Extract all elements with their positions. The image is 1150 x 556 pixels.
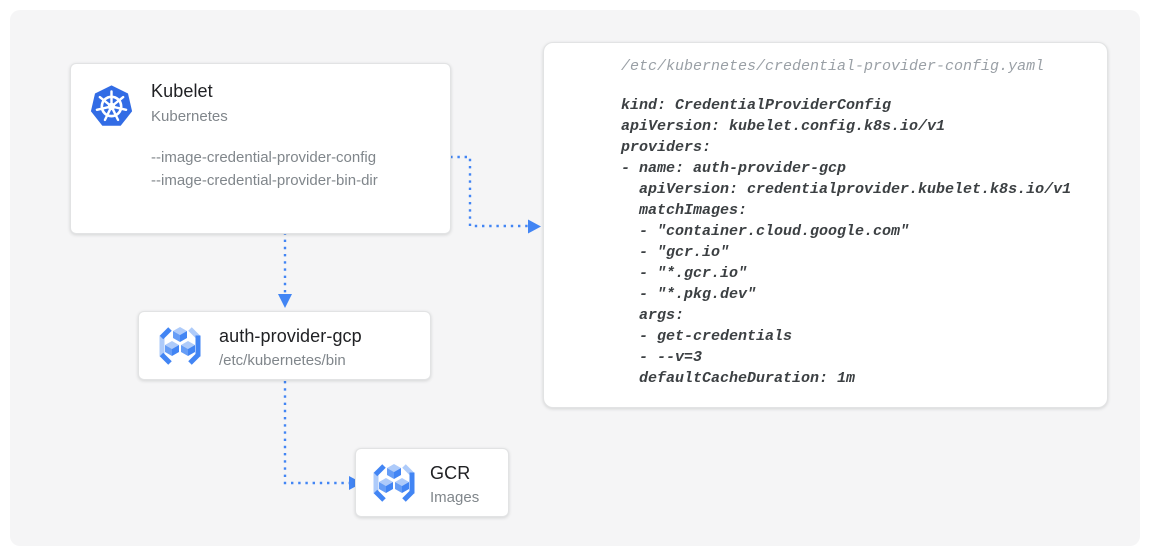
gcr-node: GCR Images [355,448,509,517]
flag-image-credential-provider-bin-dir: --image-credential-provider-bin-dir [151,172,378,189]
flag-image-credential-provider-config: --image-credential-provider-config [151,149,377,166]
auth-provider-gcp-node: auth-provider-gcp /etc/kubernetes/bin [138,311,431,380]
kubelet-subtitle: Kubernetes [151,108,228,125]
kubelet-title: Kubelet [151,81,213,101]
cube-bottom-right [395,478,409,493]
cube-bottom-left [379,478,393,493]
credential-provider-config-panel: /etc/kubernetes/credential-provider-conf… [543,42,1108,408]
kubelet-flags: --image-credential-provider-config --ima… [151,146,378,192]
cube-top [387,464,401,479]
auth-provider-title: auth-provider-gcp [219,326,362,346]
gcr-subtitle: Images [430,489,480,506]
container-registry-icon [373,464,415,502]
cube-top [173,327,187,342]
cube-bottom-right [181,341,195,356]
auth-provider-path: /etc/kubernetes/bin [219,352,346,369]
config-yaml-code: kind: CredentialProviderConfig apiVersio… [621,97,1072,387]
kubernetes-helm-icon [90,85,133,126]
config-file-path: /etc/kubernetes/credential-provider-conf… [621,58,1045,75]
container-registry-icon [159,327,201,365]
kubelet-node: Kubelet Kubernetes --image-credential-pr… [70,63,451,234]
gcr-title: GCR [430,463,471,483]
cube-bottom-left [165,341,179,356]
